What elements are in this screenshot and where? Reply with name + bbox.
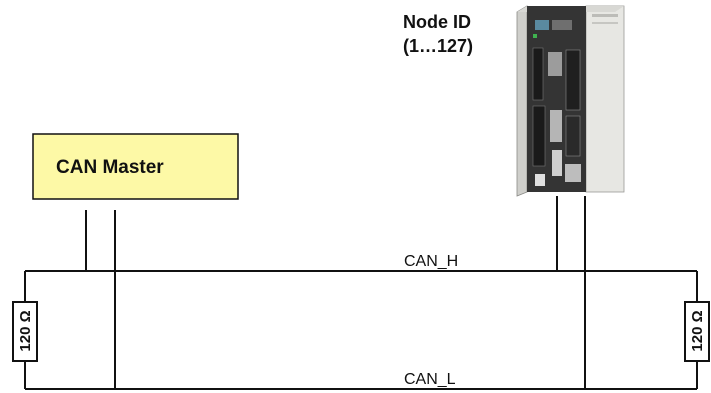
right-terminator-resistor: 120 Ω xyxy=(684,301,710,362)
node-id-label: Node ID xyxy=(403,12,471,32)
servo-drive-device xyxy=(516,5,625,197)
can-l-label: CAN_L xyxy=(404,371,456,388)
can-h-label: CAN_H xyxy=(404,253,458,270)
can-master-box xyxy=(32,133,239,200)
left-terminator-label: 120 Ω xyxy=(17,310,34,351)
node-id-range: (1…127) xyxy=(403,36,473,56)
can-master-label: CAN Master xyxy=(56,157,164,178)
right-terminator-label: 120 Ω xyxy=(689,310,706,351)
left-terminator-resistor: 120 Ω xyxy=(12,301,38,362)
